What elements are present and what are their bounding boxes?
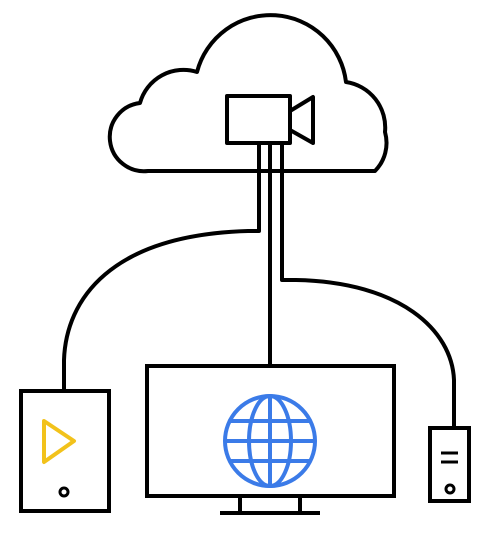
monitor-stand	[220, 496, 320, 515]
connection-line-tablet	[62, 143, 261, 404]
connection-line-server	[280, 143, 456, 428]
server-slot-lines	[441, 451, 458, 464]
tablet-icon	[19, 389, 111, 513]
connection-lines	[62, 143, 456, 428]
server-power-button	[444, 483, 456, 495]
video-camera-icon	[225, 94, 315, 145]
monitor-icon	[145, 364, 396, 515]
server-tower-icon	[428, 426, 471, 503]
play-icon	[42, 419, 76, 464]
tablet-home-button	[58, 486, 70, 498]
cloud-icon	[107, 13, 389, 174]
globe-icon	[223, 394, 317, 488]
